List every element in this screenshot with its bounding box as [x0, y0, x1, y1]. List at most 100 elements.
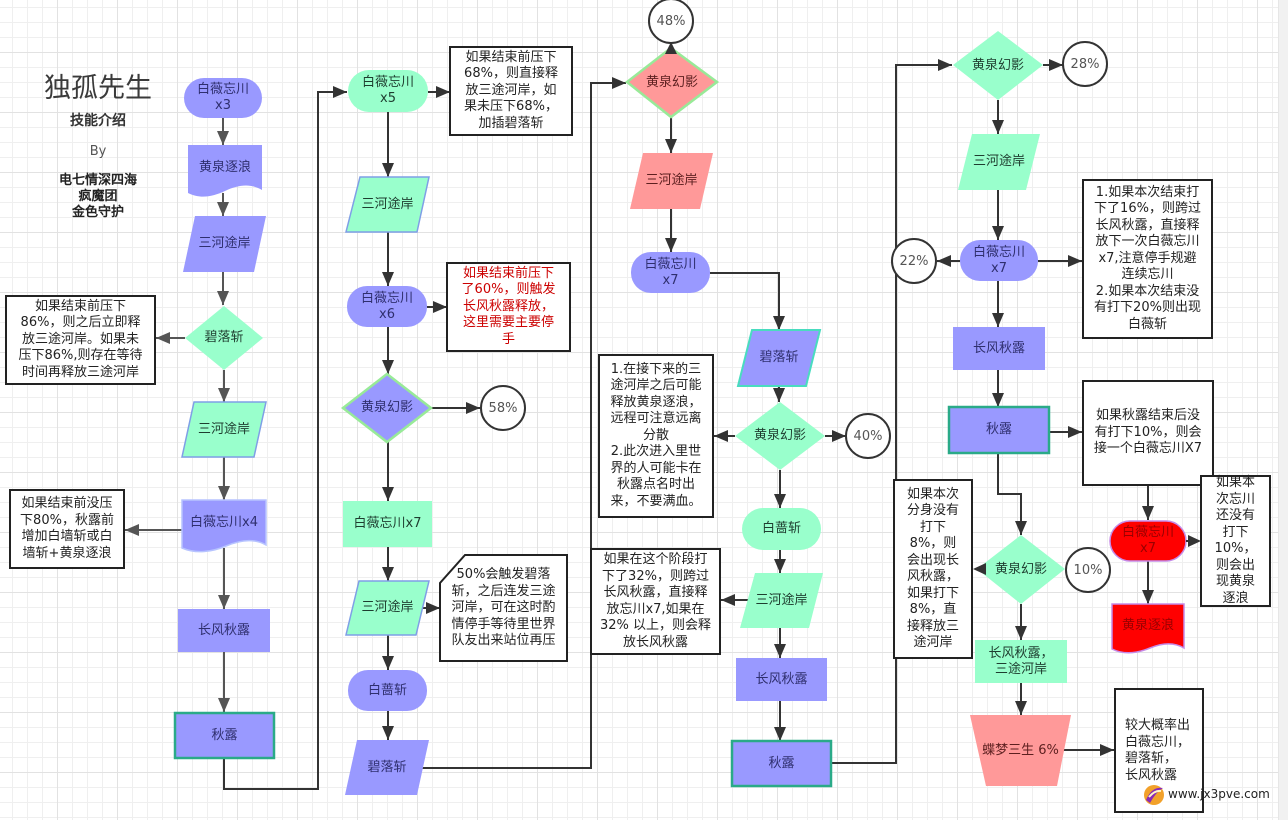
node-label: 黄泉逐浪	[198, 160, 251, 175]
author-name: 金色守护	[71, 205, 124, 220]
percent-badge: 22%	[899, 253, 929, 269]
phase2-shapes	[340, 46, 573, 795]
decision-diamond-shape	[624, 46, 720, 119]
note-box	[449, 46, 573, 136]
node-label: 三河途岸	[645, 173, 698, 188]
node-label: 黄泉幻影	[645, 74, 698, 90]
connector-arrow	[997, 453, 1027, 535]
process-shape	[730, 739, 833, 788]
note-text: 如果本 次忘川 还没有 打下 10%， 则会出 现黄泉 逐浪	[1214, 475, 1257, 606]
note-box	[893, 479, 973, 659]
document-shape	[181, 499, 267, 553]
percent-badge-circle	[480, 385, 526, 431]
watermark-text: www.jx3pve.com	[1168, 787, 1270, 801]
node-label: 长风秋露	[972, 340, 1025, 356]
percent-badge: 48%	[656, 13, 686, 29]
note-text: 1.如果本次结束打 下了16%，则跨过 长风秋露，直接释 放下一次白薇忘川 x7…	[1094, 184, 1201, 332]
note-box	[1082, 380, 1214, 486]
terminator-shape	[348, 670, 427, 711]
node-label: 三河途岸	[198, 236, 251, 251]
process-shape	[736, 658, 827, 701]
diagram-subtitle: 技能介绍	[70, 113, 126, 129]
node-label: 白薇忘川 x7	[644, 256, 697, 288]
note-box	[1200, 475, 1271, 607]
process-shape	[178, 609, 270, 652]
phase1-shapes	[5, 78, 276, 760]
note-text: 1.在接下来的三 途河岸之后可能 释放黄泉逐浪， 远程可注意远离 分散 2.此次…	[610, 361, 702, 509]
node-label: 碧落斩	[367, 759, 407, 775]
parallelogram-shape	[740, 573, 823, 628]
node-label: 秋露	[768, 755, 795, 771]
connector-phase2-to-phase3	[420, 77, 626, 769]
parallelogram-shape	[345, 176, 430, 233]
node-label: 三河途岸	[972, 154, 1025, 169]
terminator-shape	[184, 78, 262, 118]
node-label: 蝶梦三生 6%	[982, 742, 1059, 758]
percent-badge-circle	[1065, 547, 1111, 593]
node-label: 黄泉幻影	[971, 57, 1024, 73]
percent-badge: 28%	[1070, 56, 1100, 72]
node-label: 白薇忘川 x3	[196, 82, 249, 113]
note-text: 较大概率出 白薇忘川， 碧落斩， 长风秋露	[1125, 718, 1191, 783]
percent-badge: 10%	[1073, 562, 1103, 578]
parallelogram-shape	[958, 134, 1040, 190]
decision-diamond-shape	[977, 535, 1065, 604]
note-text: 50%会触发碧落 斩，之后连发三途 河岸，可在这时酌 情停手等待里世界 队友出来…	[451, 567, 556, 648]
alert-note-box	[446, 262, 571, 352]
node-label: 三河途岸	[361, 600, 414, 615]
node-label: 长风秋露	[197, 622, 250, 638]
node-label: 白薇忘川x7	[353, 516, 422, 531]
connector-phase1-to-phase2	[223, 86, 347, 790]
node-label: 白薇忘川 x7	[972, 244, 1025, 276]
decision-diamond-shape	[953, 31, 1043, 100]
parallelogram-shape	[181, 401, 267, 458]
terminator-shape	[347, 286, 427, 327]
process-shape	[975, 640, 1067, 683]
author-name: 疯魔团	[78, 189, 118, 204]
note-box	[598, 354, 714, 518]
note-text: 如果在这个阶段打 下了32%，则跨过 长风秋露，直接释 放忘川x7,如果在 32…	[599, 552, 712, 650]
arrowhead	[665, 42, 677, 54]
diagram-title: 独孤先生	[44, 73, 152, 104]
node-label: 三河途岸	[755, 592, 808, 608]
card-note-box	[439, 554, 568, 662]
node-label: 黄泉幻影	[994, 561, 1047, 577]
note-box	[590, 548, 721, 655]
note-box	[9, 489, 125, 569]
node-label: 三河途岸	[197, 421, 250, 437]
terminator-shape	[742, 508, 821, 550]
connectors	[125, 59, 1154, 790]
document-shape	[1111, 603, 1185, 654]
watermark-logo-icon	[1144, 785, 1164, 805]
node-label: 碧落斩	[759, 350, 799, 365]
node-label: 秋露	[985, 422, 1012, 437]
note-box	[1082, 179, 1213, 339]
phase4-shapes	[891, 31, 1214, 813]
parallelogram-shape	[183, 216, 266, 272]
vertical-scrollbar[interactable]	[1278, 0, 1288, 820]
note-box	[5, 295, 156, 385]
decision-diamond-shape	[735, 402, 825, 470]
process-shape	[173, 711, 276, 760]
arrowhead	[1188, 535, 1201, 547]
note-text: 如果结束前压下 86%，则之后立即释 放三途河岸。如果未 压下86%,则存在等待…	[18, 298, 143, 380]
percent-badge: 58%	[488, 400, 518, 416]
percent-badge-circle	[1062, 41, 1108, 87]
node-label: 秋露	[211, 727, 238, 743]
percent-badge-circle	[891, 238, 937, 284]
note-text: 如果秋露结束后没 有打下10%，则会 接一个白薇忘川X7	[1093, 408, 1203, 457]
node-label: 白薇忘川 x5	[361, 75, 414, 106]
parallelogram-shape	[345, 740, 429, 795]
connector-arrow	[710, 272, 785, 330]
byline: By	[89, 144, 107, 159]
phase3-shapes	[590, 0, 891, 788]
decision-diamond-shape	[185, 306, 263, 370]
process-shape	[343, 501, 432, 547]
process-shape	[953, 327, 1045, 370]
node-label: 碧落斩	[204, 330, 244, 345]
parallelogram-shape	[736, 329, 822, 387]
note-text: 如果结束前压下 68%，则直接释 放三途河岸，如 果未压下68%， 加插碧落斩	[464, 49, 558, 131]
node-label: 黄泉幻影	[753, 428, 806, 443]
connector-phase3-to-phase4	[831, 59, 952, 764]
